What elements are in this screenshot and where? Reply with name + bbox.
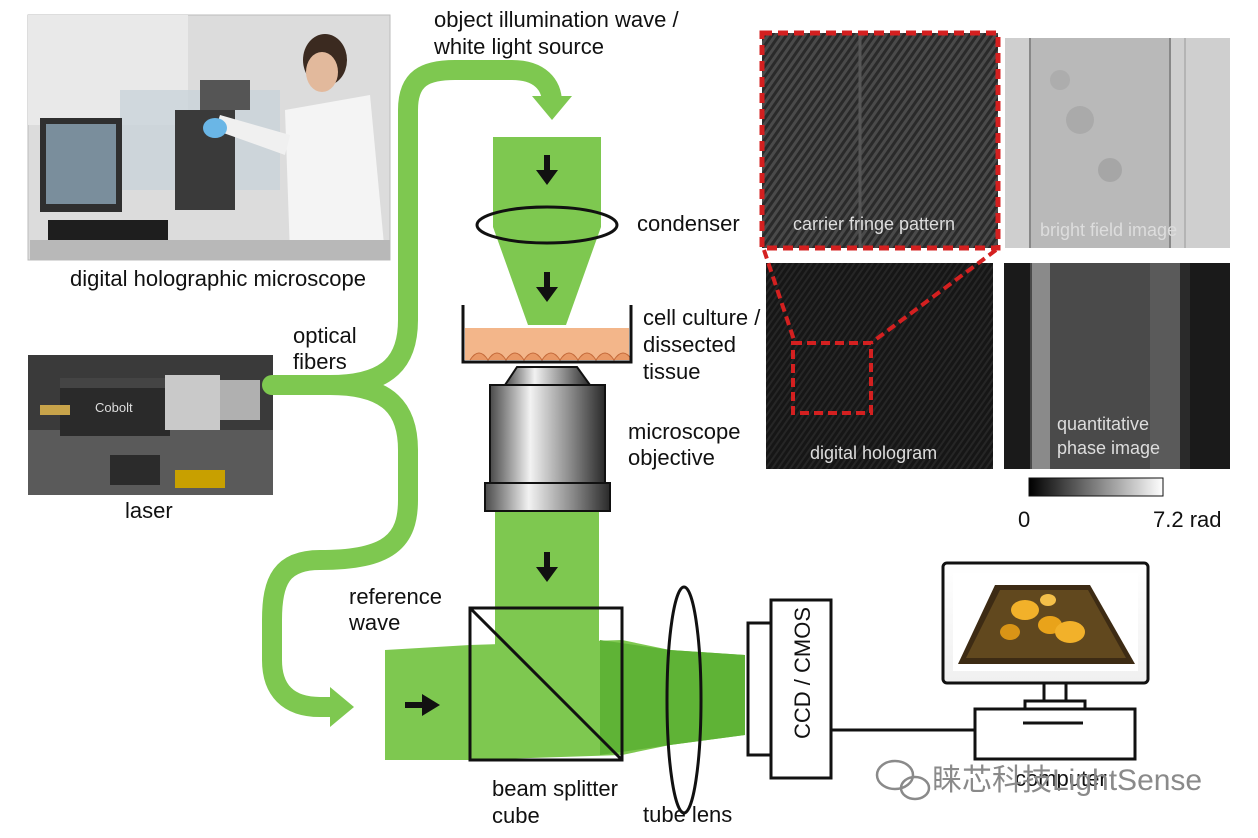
right-arrow bbox=[405, 694, 440, 716]
laser-label: laser bbox=[125, 498, 173, 523]
colorbar-max-label: 7.2 rad bbox=[1153, 507, 1222, 532]
reference-label-2: wave bbox=[348, 610, 400, 635]
beam-splitter-label-2: cube bbox=[492, 803, 540, 828]
object-wave-arrowhead bbox=[532, 96, 572, 120]
down-arrow-1 bbox=[536, 155, 558, 185]
colorbar-min-label: 0 bbox=[1018, 507, 1030, 532]
down-arrow-2 bbox=[536, 272, 558, 302]
down-arrow-3 bbox=[536, 552, 558, 582]
carrier-fringe-label: carrier fringe pattern bbox=[793, 214, 955, 234]
zoom-connector-lines bbox=[762, 248, 998, 345]
sample-label-2: dissected bbox=[643, 332, 736, 357]
laser-brand-text: Cobolt bbox=[95, 400, 133, 415]
condenser-lens bbox=[475, 205, 619, 245]
condenser-label: condenser bbox=[637, 211, 740, 236]
digital-hologram-label: digital hologram bbox=[810, 443, 937, 463]
tube-lens-label: tube lens bbox=[643, 802, 732, 827]
sample-label-1: cell culture / bbox=[643, 305, 761, 330]
reference-wave-arrowhead bbox=[330, 687, 354, 727]
objective-label-2: objective bbox=[628, 445, 715, 470]
object-wave-label-1: object illumination wave / bbox=[434, 7, 679, 32]
phase-label-2: phase image bbox=[1057, 438, 1160, 458]
phase-label-1: quantitative bbox=[1057, 414, 1149, 434]
camera-label: CCD / CMOS bbox=[790, 607, 815, 739]
microscope-photo bbox=[27, 14, 391, 261]
bright-field-panel bbox=[1005, 38, 1230, 248]
ccd-cmos-camera bbox=[746, 598, 833, 780]
microscope-photo-label: digital holographic microscope bbox=[70, 266, 366, 291]
digital-hologram-panel bbox=[766, 263, 993, 469]
optical-fibers bbox=[262, 60, 562, 717]
computer bbox=[941, 561, 1150, 761]
microscope-objective bbox=[484, 366, 611, 512]
computer-label: computer bbox=[1015, 766, 1107, 791]
interference-beam bbox=[600, 640, 745, 755]
objective-label-1: microscope bbox=[628, 419, 740, 444]
carrier-fringe-panel bbox=[759, 30, 1001, 251]
reference-label-1: reference bbox=[349, 584, 442, 609]
laser-photo: Cobolt bbox=[28, 355, 273, 495]
beam-splitter-cube bbox=[468, 606, 624, 762]
sample-dish bbox=[461, 305, 633, 364]
object-wave-label-2: white light source bbox=[433, 34, 604, 59]
optical-fibers-label-1: optical bbox=[293, 323, 357, 348]
tube-lens bbox=[665, 585, 703, 815]
phase-colorbar bbox=[1028, 477, 1164, 497]
quantitative-phase-panel bbox=[1004, 263, 1230, 469]
bright-field-label: bright field image bbox=[1040, 220, 1177, 240]
watermark-text: 睐芯科技LightSense bbox=[932, 764, 1202, 797]
optical-fibers-label-2: fibers bbox=[293, 349, 347, 374]
wechat-logo-icon bbox=[875, 759, 931, 801]
beam-splitter-label-1: beam splitter bbox=[492, 776, 618, 801]
sample-label-3: tissue bbox=[643, 359, 700, 384]
